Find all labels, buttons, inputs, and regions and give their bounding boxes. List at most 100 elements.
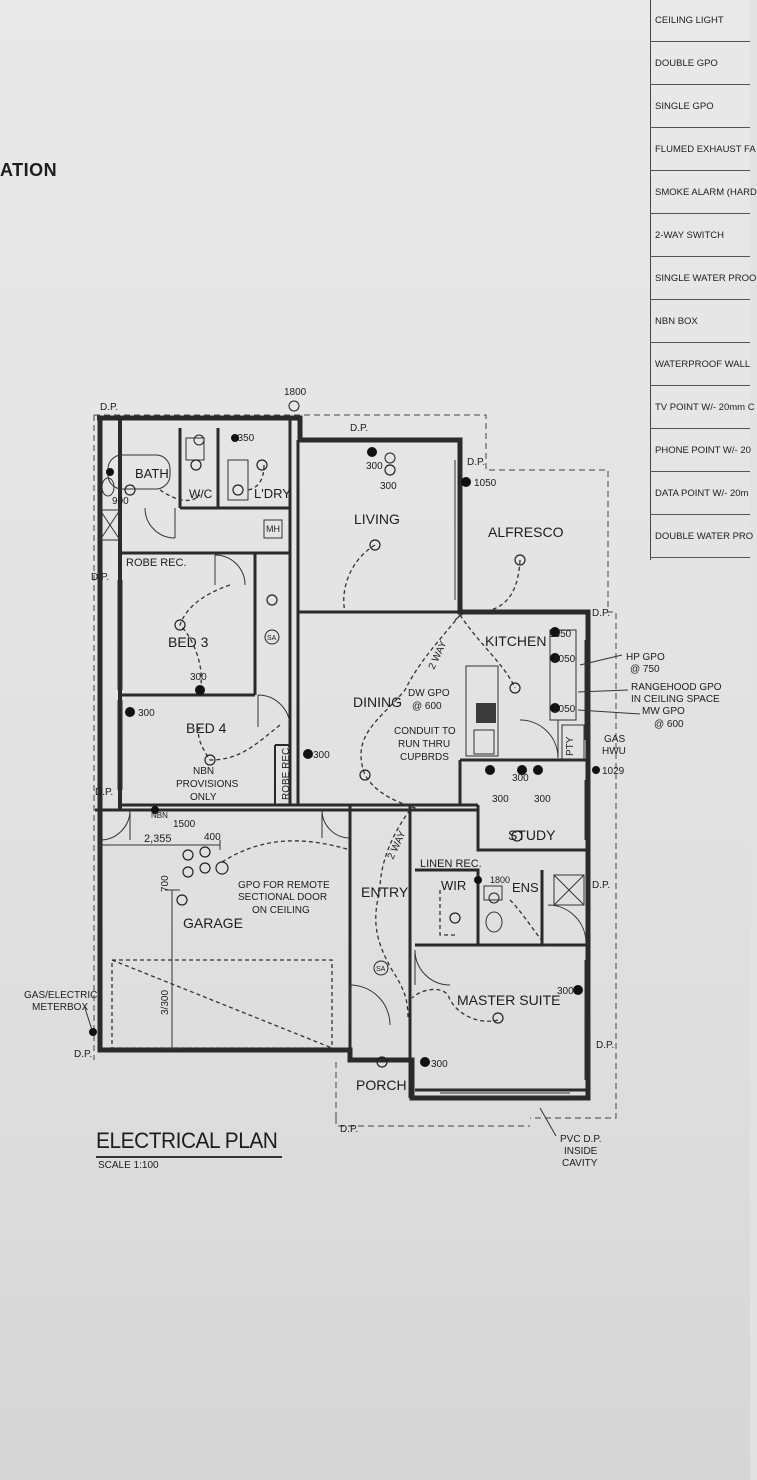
dimension-3300: 3/300 — [160, 990, 171, 1015]
ceiling-light-icon — [384, 464, 396, 476]
ens-shower — [553, 874, 585, 906]
ceiling-light-icon — [182, 849, 194, 861]
height-300: 300 — [512, 773, 529, 784]
dp-label: D.P. — [74, 1049, 92, 1060]
room-bath: BATH — [135, 466, 169, 481]
shower-tray — [99, 509, 121, 541]
dp-label: D.P. — [350, 423, 368, 434]
legend-row: PHONE POINT W/- 20 — [650, 430, 751, 472]
height-1029: 1029 — [602, 766, 625, 777]
dimension-2355-label: 2,355 — [144, 833, 172, 845]
ens-wc — [485, 911, 503, 933]
height-300: 300 — [138, 708, 155, 719]
legend-row: NBN BOX — [650, 301, 750, 343]
sheet-side-title: ATION — [0, 160, 58, 180]
height-300: 300 — [492, 794, 509, 805]
smoke-alarm-icon — [264, 629, 280, 645]
dp-label: D.P. — [592, 880, 610, 891]
legend-row: CEILING LIGHT — [650, 0, 750, 42]
height-1350: 1350 — [549, 629, 572, 640]
room-linen-rec: LINEN REC. — [420, 858, 482, 870]
nbn-provisions-1: NBN — [193, 766, 214, 777]
exhaust-fan-icon — [193, 434, 205, 446]
kitchen-sink — [473, 729, 495, 755]
room-robe-rec-bed4: ROBE REC. — [281, 745, 292, 800]
ceiling-light-icon — [511, 830, 523, 842]
height-1050: 1050 — [474, 478, 497, 489]
manhole-box — [263, 519, 283, 539]
room-bed4: BED 4 — [186, 720, 227, 736]
height-300: 300 — [557, 986, 574, 997]
height-1050: 1050 — [553, 704, 576, 715]
plan-title-underline — [96, 1156, 282, 1158]
dw-gpo-height: @ 600 — [412, 701, 442, 712]
ceiling-light-icon — [215, 861, 229, 875]
external-walls — [95, 415, 591, 1101]
dp-label: D.P. — [100, 402, 118, 413]
legend-row: FLUMED EXHAUST FA — [650, 129, 756, 171]
room-ens: ENS — [512, 880, 539, 895]
smoke-alarm-label: SA — [267, 635, 277, 642]
room-robe-rec: ROBE REC. — [126, 557, 187, 569]
legend-table — [650, 0, 750, 560]
ceiling-light-icon — [256, 459, 268, 471]
room-labels: BATH W/C L'DRY LIVING ALFRESCO KITCHEN D… — [126, 466, 576, 1093]
room-pantry: PTY — [565, 736, 576, 756]
plan-scale: SCALE 1:100 — [98, 1160, 159, 1171]
two-way-note: 2 WAY — [427, 639, 450, 671]
gas-hwu-note-1: GAS — [604, 734, 625, 745]
smoke-alarms — [193, 400, 500, 976]
conduit-note-2: RUN THRU — [398, 739, 450, 750]
dp-label: D.P. — [596, 1040, 614, 1051]
rangehood-note-1: RANGEHOOD GPO — [631, 682, 722, 693]
hp-gpo-note: HP GPO — [626, 652, 665, 663]
room-dining: DINING — [353, 694, 402, 710]
room-bed3: BED 3 — [168, 634, 209, 650]
gpo-outlets — [89, 434, 600, 1067]
rangehood-note-4: @ 600 — [654, 719, 684, 730]
legend-row: DATA POINT W/- 20m — [650, 473, 750, 515]
ceiling-light-icon — [369, 539, 381, 551]
ceiling-lights — [124, 459, 526, 1068]
annotations: D.P. D.P. D.P. D.P. D.P. D.P. D.P. D.P. … — [24, 387, 722, 1169]
gpo-remote-note-3: ON CEILING — [252, 905, 310, 916]
dp-label: D.P. — [95, 787, 113, 798]
exhaust-fan-icon — [488, 892, 500, 904]
dimension-400: 400 — [204, 832, 221, 843]
height-300: 300 — [431, 1059, 448, 1070]
dp-label: D.P. — [467, 457, 485, 468]
nbn-provisions-2: PROVISIONS — [176, 779, 239, 790]
room-study: STUDY — [508, 827, 556, 843]
wc-pan — [185, 437, 205, 461]
ceiling-light-icon — [190, 459, 202, 471]
windows — [117, 460, 591, 1098]
ceiling-light-icon — [266, 594, 278, 606]
ceiling-light-icon — [449, 912, 461, 924]
two-way-note: 2 WAY — [386, 829, 409, 861]
height-1050: 1050 — [553, 654, 576, 665]
room-entry: ENTRY — [361, 884, 409, 900]
room-porch: PORCH — [356, 1077, 407, 1093]
height-300: 300 — [190, 672, 207, 683]
ceiling-light-icon — [124, 484, 136, 496]
exhaust-fan-icon — [288, 400, 300, 412]
room-living: LIVING — [354, 511, 400, 527]
height-1800: 1800 — [490, 875, 510, 885]
ens-basin — [483, 885, 503, 901]
basin — [101, 477, 115, 497]
garage-door-diagonal — [111, 959, 333, 1049]
pvc-dp-note-1: PVC D.P. — [560, 1134, 602, 1145]
height-300: 300 — [534, 794, 551, 805]
height-300: 300 — [313, 750, 330, 761]
dimension-2355 — [99, 840, 221, 850]
room-wc: W/C — [189, 487, 213, 501]
ceiling-light-icon — [514, 554, 526, 566]
meterbox-note-2: METERBOX — [32, 1002, 88, 1013]
plan-title: ELECTRICAL PLAN — [96, 1128, 278, 1153]
ceiling-light-icon — [199, 862, 211, 874]
ceiling-light-icon — [182, 866, 194, 878]
room-wir: WIR — [441, 878, 466, 893]
